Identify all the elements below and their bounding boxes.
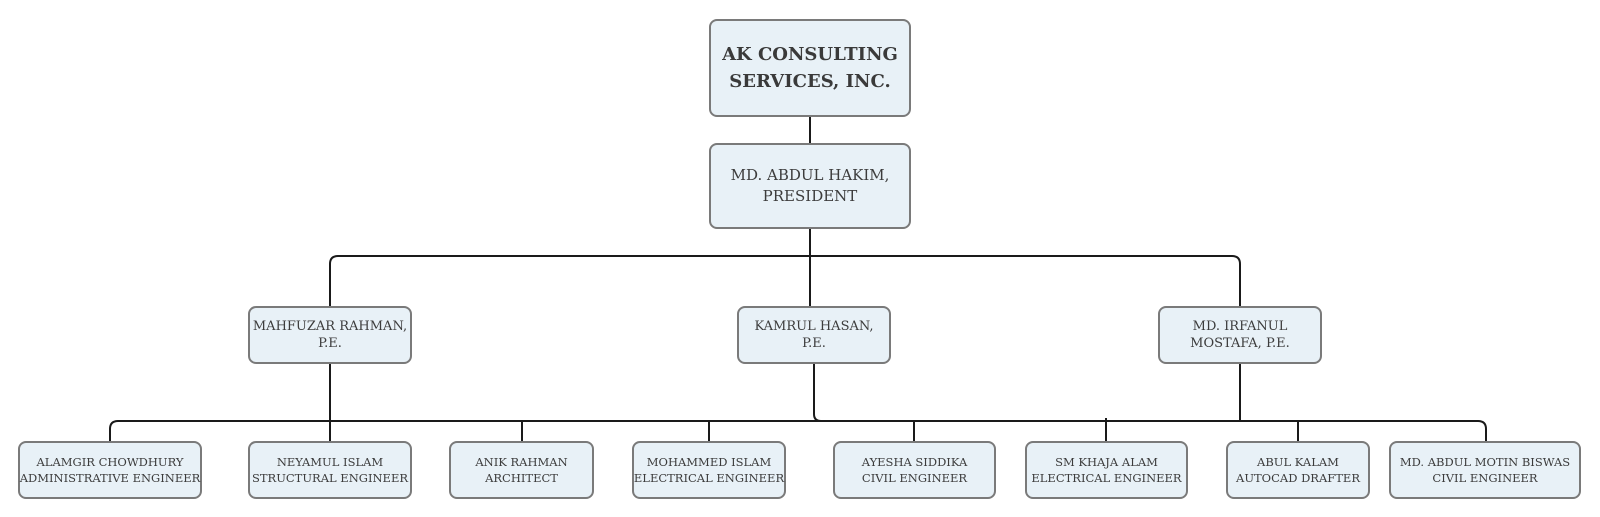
principal-line2: P.E. [802,336,826,351]
staff-name: MOHAMMED ISLAM [646,455,772,469]
connector-hasan-bend [813,413,822,422]
principal-node-mostafa: MD. IRFANUL MOSTAFA, P.E. [1158,306,1322,364]
staff-node-ayesha: AYESHA SIDDIKA CIVIL ENGINEER [833,441,996,499]
president-node: MD. ABDUL HAKIM, PRESIDENT [709,143,911,229]
connector-principals-bus [329,255,1241,306]
staff-node-anik: ANIK RAHMAN ARCHITECT [449,441,594,499]
staff-role: ELECTRICAL ENGINEER [633,471,785,485]
company-name-line2: SERVICES, INC. [729,71,891,92]
president-name: MD. ABDUL HAKIM, [730,166,890,184]
staff-role: ADMINISTRATIVE ENGINEER [19,471,201,485]
staff-node-neyamul: NEYAMUL ISLAM STRUCTURAL ENGINEER [248,441,412,499]
principal-node-rahman: MAHFUZAR RAHMAN, P.E. [248,306,412,364]
staff-role: AUTOCAD DRAFTER [1236,471,1360,485]
staff-node-chowdhury: ALAMGIR CHOWDHURY ADMINISTRATIVE ENGINEE… [18,441,202,499]
staff-role: CIVIL ENGINEER [861,471,968,485]
principal-line1: KAMRUL HASAN, [754,319,874,334]
connector-staff-bus [109,420,1487,441]
staff-name: ANIK RAHMAN [475,455,568,469]
staff-node-kalam: ABUL KALAM AUTOCAD DRAFTER [1226,441,1370,499]
staff-name: SM KHAJA ALAM [1055,455,1158,469]
staff-role: ELECTRICAL ENGINEER [1031,471,1182,485]
principal-line1: MD. IRFANUL [1192,319,1288,334]
company-name-line1: AK CONSULTING [722,44,898,65]
staff-name: ALAMGIR CHOWDHURY [36,455,184,469]
staff-node-biswas: MD. ABDUL MOTIN BISWAS CIVIL ENGINEER [1389,441,1581,499]
principal-line2: MOSTAFA, P.E. [1190,336,1290,351]
principal-line2: P.E. [318,336,342,351]
staff-role: ARCHITECT [485,471,558,485]
staff-node-mohammed: MOHAMMED ISLAM ELECTRICAL ENGINEER [632,441,786,499]
staff-role: CIVIL ENGINEER [1432,471,1538,485]
staff-node-khaja: SM KHAJA ALAM ELECTRICAL ENGINEER [1025,441,1188,499]
staff-role: STRUCTURAL ENGINEER [251,471,408,485]
staff-name: AYESHA SIDDIKA [861,455,968,469]
president-title: PRESIDENT [762,187,858,205]
company-node: AK CONSULTING SERVICES, INC. [709,19,911,117]
staff-name: ABUL KALAM [1257,455,1339,469]
staff-name: MD. ABDUL MOTIN BISWAS [1399,455,1571,469]
staff-name: NEYAMUL ISLAM [276,455,384,469]
principal-line1: MAHFUZAR RAHMAN, [252,319,408,334]
principal-node-hasan: KAMRUL HASAN, P.E. [737,306,891,364]
